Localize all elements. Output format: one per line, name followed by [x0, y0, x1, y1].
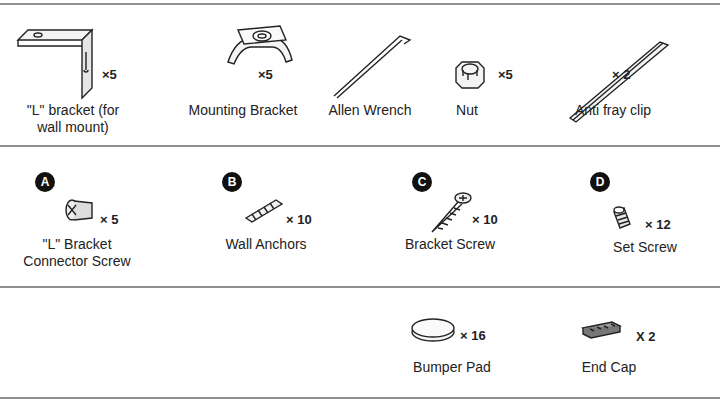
quantity-label: ×5 — [102, 67, 117, 83]
part-name: Bracket Screw — [405, 236, 495, 253]
quantity-label: × 16 — [460, 328, 486, 344]
quantity-label: X 2 — [636, 329, 656, 345]
quantity-label: × 2 — [612, 67, 630, 83]
callout-letter: A — [41, 175, 50, 189]
callout-letter: C — [418, 175, 427, 189]
callout-circle: C — [412, 172, 432, 192]
part-name: End Cap — [582, 359, 636, 376]
callout-letter: B — [228, 175, 237, 189]
quantity-label: × 12 — [645, 217, 671, 233]
part-name: "L" Bracket Connector Screw — [18, 236, 136, 270]
callout-circle: D — [590, 172, 610, 192]
callout-circle: A — [35, 172, 55, 192]
callout-circle: B — [222, 172, 242, 192]
part-name: Nut — [456, 102, 478, 119]
quantity-label: × 10 — [472, 212, 498, 228]
part-name: Wall Anchors — [225, 236, 306, 253]
quantity-label: × 10 — [286, 212, 312, 228]
part-name: Allen Wrench — [328, 102, 411, 119]
part-name: Anti fray clip — [575, 102, 651, 119]
part-name: Set Screw — [613, 239, 677, 256]
quantity-label: ×5 — [498, 67, 513, 83]
quantity-label: ×5 — [258, 67, 273, 83]
quantity-label: × 5 — [100, 212, 118, 228]
part-name: Mounting Bracket — [189, 102, 298, 119]
part-name: Bumper Pad — [413, 359, 491, 376]
part-name: "L" bracket (for wall mount) — [24, 102, 122, 136]
callout-letter: D — [596, 175, 605, 189]
